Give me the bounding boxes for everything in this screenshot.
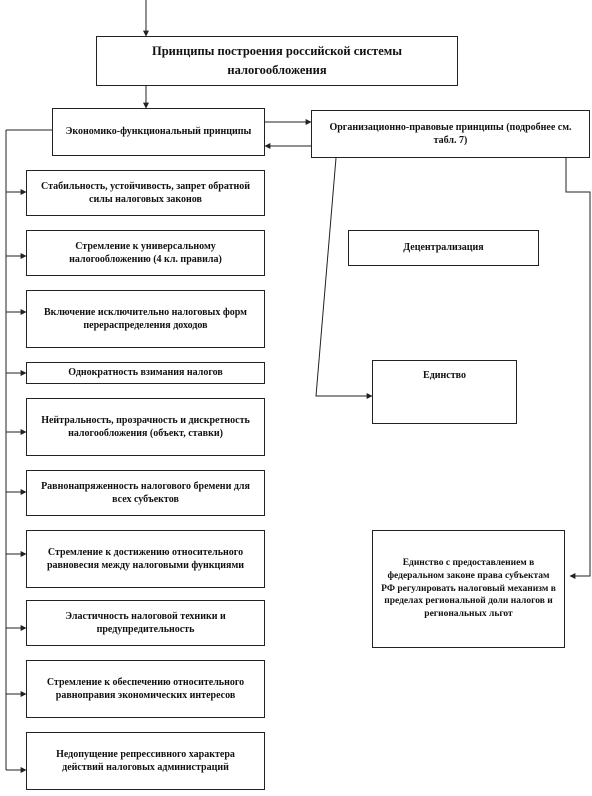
economic-item-3: Включение исключительно налоговых форм п… [26, 290, 265, 348]
legal-header-box: Организационно-правовые принципы (подроб… [311, 110, 590, 158]
economic-item-7: Стремление к достижению относительного р… [26, 530, 265, 588]
legal-item-unity-regional: Единство с предоставлением в федеральном… [372, 530, 565, 648]
economic-item-text: Равнонапряженность налогового бремени дл… [41, 480, 250, 506]
economic-item-text: Однократность взимания налогов [68, 367, 223, 379]
title-box: Принципы построения российской системы н… [96, 36, 458, 86]
economic-item-text: Стремление к обеспечению относительного … [46, 676, 245, 702]
economic-item-text: Эластичность налоговой техники и предупр… [65, 610, 226, 636]
economic-item-text: Недопущение репрессивного характера дейс… [56, 748, 235, 774]
economic-item-9: Стремление к обеспечению относительного … [26, 660, 265, 718]
title-text: Принципы построения российской системы н… [151, 44, 403, 77]
economic-header-text: Экономико-функциональный принципы [65, 126, 252, 138]
legal-item-text: Децентрализация [403, 242, 484, 254]
legal-item-text: Единство с предоставлением в федеральном… [381, 557, 556, 620]
economic-item-text: Стабильность, устойчивость, запрет обрат… [40, 180, 251, 206]
economic-item-text: Нейтральность, прозрачность и дискретнос… [41, 414, 250, 440]
legal-item-text: Единство [423, 370, 466, 381]
economic-item-5: Нейтральность, прозрачность и дискретнос… [26, 398, 265, 456]
economic-item-text: Стремление к универсальному налогообложе… [69, 240, 222, 266]
economic-item-text: Стремление к достижению относительного р… [46, 546, 245, 572]
economic-item-2: Стремление к универсальному налогообложе… [26, 230, 265, 276]
legal-item-unity: Единство [372, 360, 517, 424]
economic-item-6: Равнонапряженность налогового бремени дл… [26, 470, 265, 516]
economic-item-4: Однократность взимания налогов [26, 362, 265, 384]
arrow-legal-to-unity [315, 157, 373, 399]
legal-item-decentralization: Децентрализация [348, 230, 539, 266]
economic-item-text: Включение исключительно налоговых форм п… [44, 306, 247, 332]
economic-item-1: Стабильность, устойчивость, запрет обрат… [26, 170, 265, 216]
economic-item-10: Недопущение репрессивного характера дейс… [26, 732, 265, 790]
economic-item-8: Эластичность налоговой техники и предупр… [26, 600, 265, 646]
legal-header-text: Организационно-правовые принципы (подроб… [329, 121, 572, 147]
economic-header-box: Экономико-функциональный принципы [52, 108, 265, 156]
arrow-legal-to-unity-regional [565, 158, 591, 579]
